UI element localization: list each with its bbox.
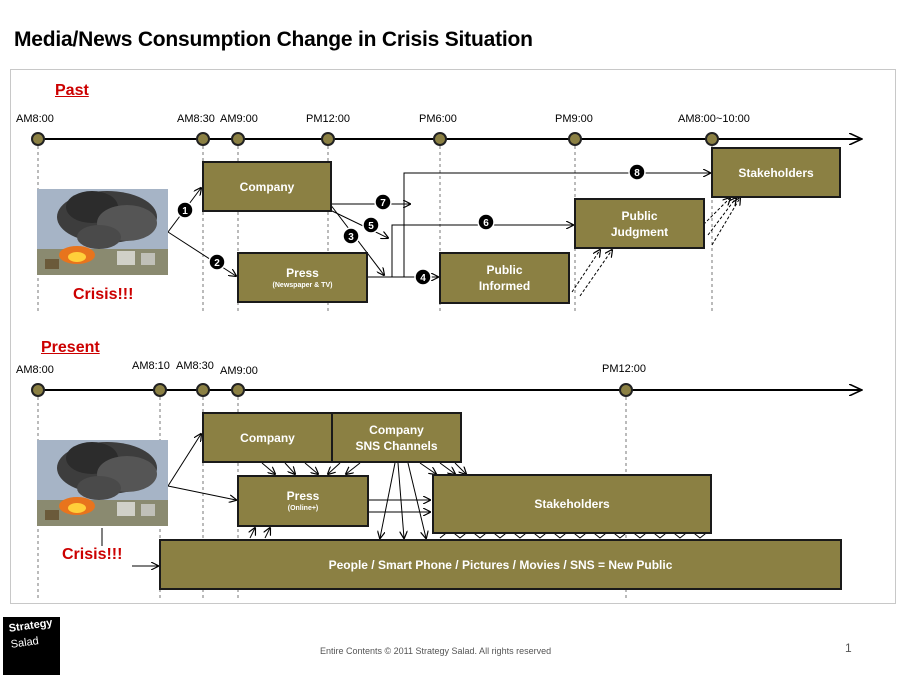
present-press-label: Press	[286, 489, 320, 503]
present-stakeholders-box: Stakeholders	[432, 474, 712, 534]
past-time-label: AM8:00~10:00	[678, 113, 750, 125]
past-public-informed-box: Public Informed	[439, 252, 570, 304]
step-number: 7	[380, 198, 386, 209]
public-judgment-label-2: Judgment	[610, 224, 669, 239]
present-time-label: AM8:10	[132, 360, 170, 372]
past-press-label: Press	[286, 265, 319, 280]
past-public-judgment-box: Public Judgment	[574, 198, 705, 249]
public-informed-label-2: Informed	[478, 279, 531, 293]
step-badge: 7	[374, 193, 392, 211]
step-number: 3	[348, 232, 354, 243]
past-company-box: Company	[202, 161, 332, 212]
company-sns-label-1: Company	[369, 422, 424, 437]
step-number: 2	[214, 258, 220, 269]
past-time-label: AM8:30	[177, 113, 215, 125]
section-present: Present	[41, 339, 100, 356]
present-crisis-photo	[37, 440, 168, 526]
step-badge: 8	[628, 163, 646, 181]
page-title: Media/News Consumption Change in Crisis …	[14, 28, 533, 51]
present-time-label: AM8:30	[176, 360, 214, 372]
past-crisis-label: Crisis!!!	[73, 286, 134, 303]
copyright-notice: Entire Contents © 2011 Strategy Salad. A…	[320, 646, 552, 656]
past-crisis-photo	[37, 189, 168, 275]
strategy-salad-logo: Strategy Salad	[3, 617, 60, 675]
past-time-label: AM8:00	[16, 113, 54, 125]
present-company-box: Company	[202, 412, 333, 463]
new-public-label: People / Smart Phone / Pictures / Movies…	[328, 557, 673, 572]
past-stakeholders-box: Stakeholders	[711, 147, 841, 198]
present-stakeholders-label: Stakeholders	[534, 497, 610, 511]
company-sns-label-2: SNS Channels	[355, 438, 438, 453]
past-press-box: Press (Newspaper & TV)	[237, 252, 368, 303]
step-badge: 2	[208, 253, 226, 271]
past-arrows	[167, 173, 710, 277]
present-company-label: Company	[240, 430, 295, 445]
present-press-sublabel: (Online+)	[287, 505, 319, 512]
past-press-sublabel: (Newspaper & TV)	[272, 281, 333, 289]
step-badge: 5	[362, 216, 380, 234]
logo-line-2: Salad	[10, 635, 40, 651]
step-badge: 4	[414, 268, 432, 286]
section-past: Past	[55, 82, 89, 99]
past-timeline-dots	[31, 132, 719, 146]
step-number: 8	[634, 168, 640, 179]
present-crisis-label: Crisis!!!	[62, 546, 123, 563]
step-badge: 6	[477, 213, 495, 231]
present-time-label: AM9:00	[220, 365, 258, 377]
present-time-label: AM8:00	[16, 364, 54, 376]
past-time-label: AM9:00	[220, 113, 258, 125]
public-informed-label-1: Public	[486, 263, 523, 277]
present-timeline-dots	[31, 383, 633, 397]
step-number: 4	[420, 273, 426, 284]
step-number: 1	[182, 206, 188, 217]
step-badge: 3	[342, 227, 360, 245]
diagram-frame	[10, 69, 896, 604]
public-judgment-label-1: Public	[621, 208, 658, 223]
logo-line-1: Strategy	[8, 616, 54, 635]
present-arrows	[101, 434, 711, 566]
step-number: 6	[483, 218, 489, 229]
present-time-label: PM12:00	[602, 363, 647, 375]
new-public-box: People / Smart Phone / Pictures / Movies…	[159, 539, 842, 590]
past-time-label: PM6:00	[419, 113, 457, 125]
past-time-label: PM9:00	[555, 113, 593, 125]
page-number: 1	[845, 641, 852, 655]
past-dashed-arrows	[571, 198, 740, 297]
step-number: 5	[368, 221, 374, 232]
past-company-label: Company	[239, 179, 295, 194]
present-press-box: Press (Online+)	[237, 475, 369, 527]
past-stakeholders-label: Stakeholders	[738, 165, 814, 180]
past-time-label: PM12:00	[306, 113, 351, 125]
present-company-sns-box: Company SNS Channels	[331, 412, 462, 463]
step-badge: 1	[176, 201, 194, 219]
